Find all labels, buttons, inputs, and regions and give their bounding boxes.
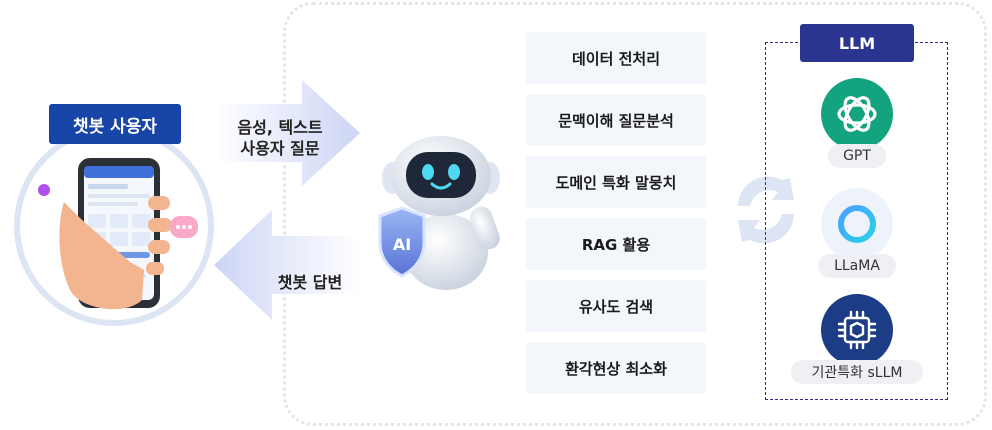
question-text: 음성, 텍스트 사용자 질문: [237, 118, 323, 158]
feature-domain-corpus: 도메인 특화 말뭉치: [526, 156, 706, 208]
question-arrow: [214, 80, 360, 186]
ai-region-outline: [283, 2, 987, 426]
model-label-llama: LLaMA: [818, 254, 896, 278]
llama-ring-icon: [821, 188, 893, 260]
model-label-gpt: GPT: [828, 144, 886, 168]
user-title: 챗봇 사용자: [49, 104, 181, 144]
answer-text: 챗봇 답변: [277, 273, 343, 292]
answer-arrow: [214, 210, 360, 320]
llm-title: LLM: [800, 24, 914, 62]
feature-similarity-search: 유사도 검색: [526, 280, 706, 332]
chip-icon: [821, 294, 893, 366]
feature-context-analysis: 문맥이해 질문분석: [526, 94, 706, 146]
hand-icon: [59, 196, 172, 310]
dot-decoration: [38, 184, 50, 196]
ai-badge-text: AI: [393, 235, 411, 254]
openai-logo-icon: [821, 78, 893, 150]
cycle-arrows-icon: [738, 176, 794, 244]
robot-icon: AI: [378, 136, 500, 290]
feature-rag: RAG 활용: [526, 218, 706, 270]
ai-shield-icon: AI: [378, 206, 426, 278]
phone-in-hand-icon: [38, 158, 198, 310]
feature-hallucination: 환각현상 최소화: [526, 342, 706, 394]
chat-bubble-icon: [170, 216, 198, 238]
model-label-sllm: 기관특화 sLLM: [791, 360, 923, 384]
feature-preprocessing: 데이터 전처리: [526, 32, 706, 84]
